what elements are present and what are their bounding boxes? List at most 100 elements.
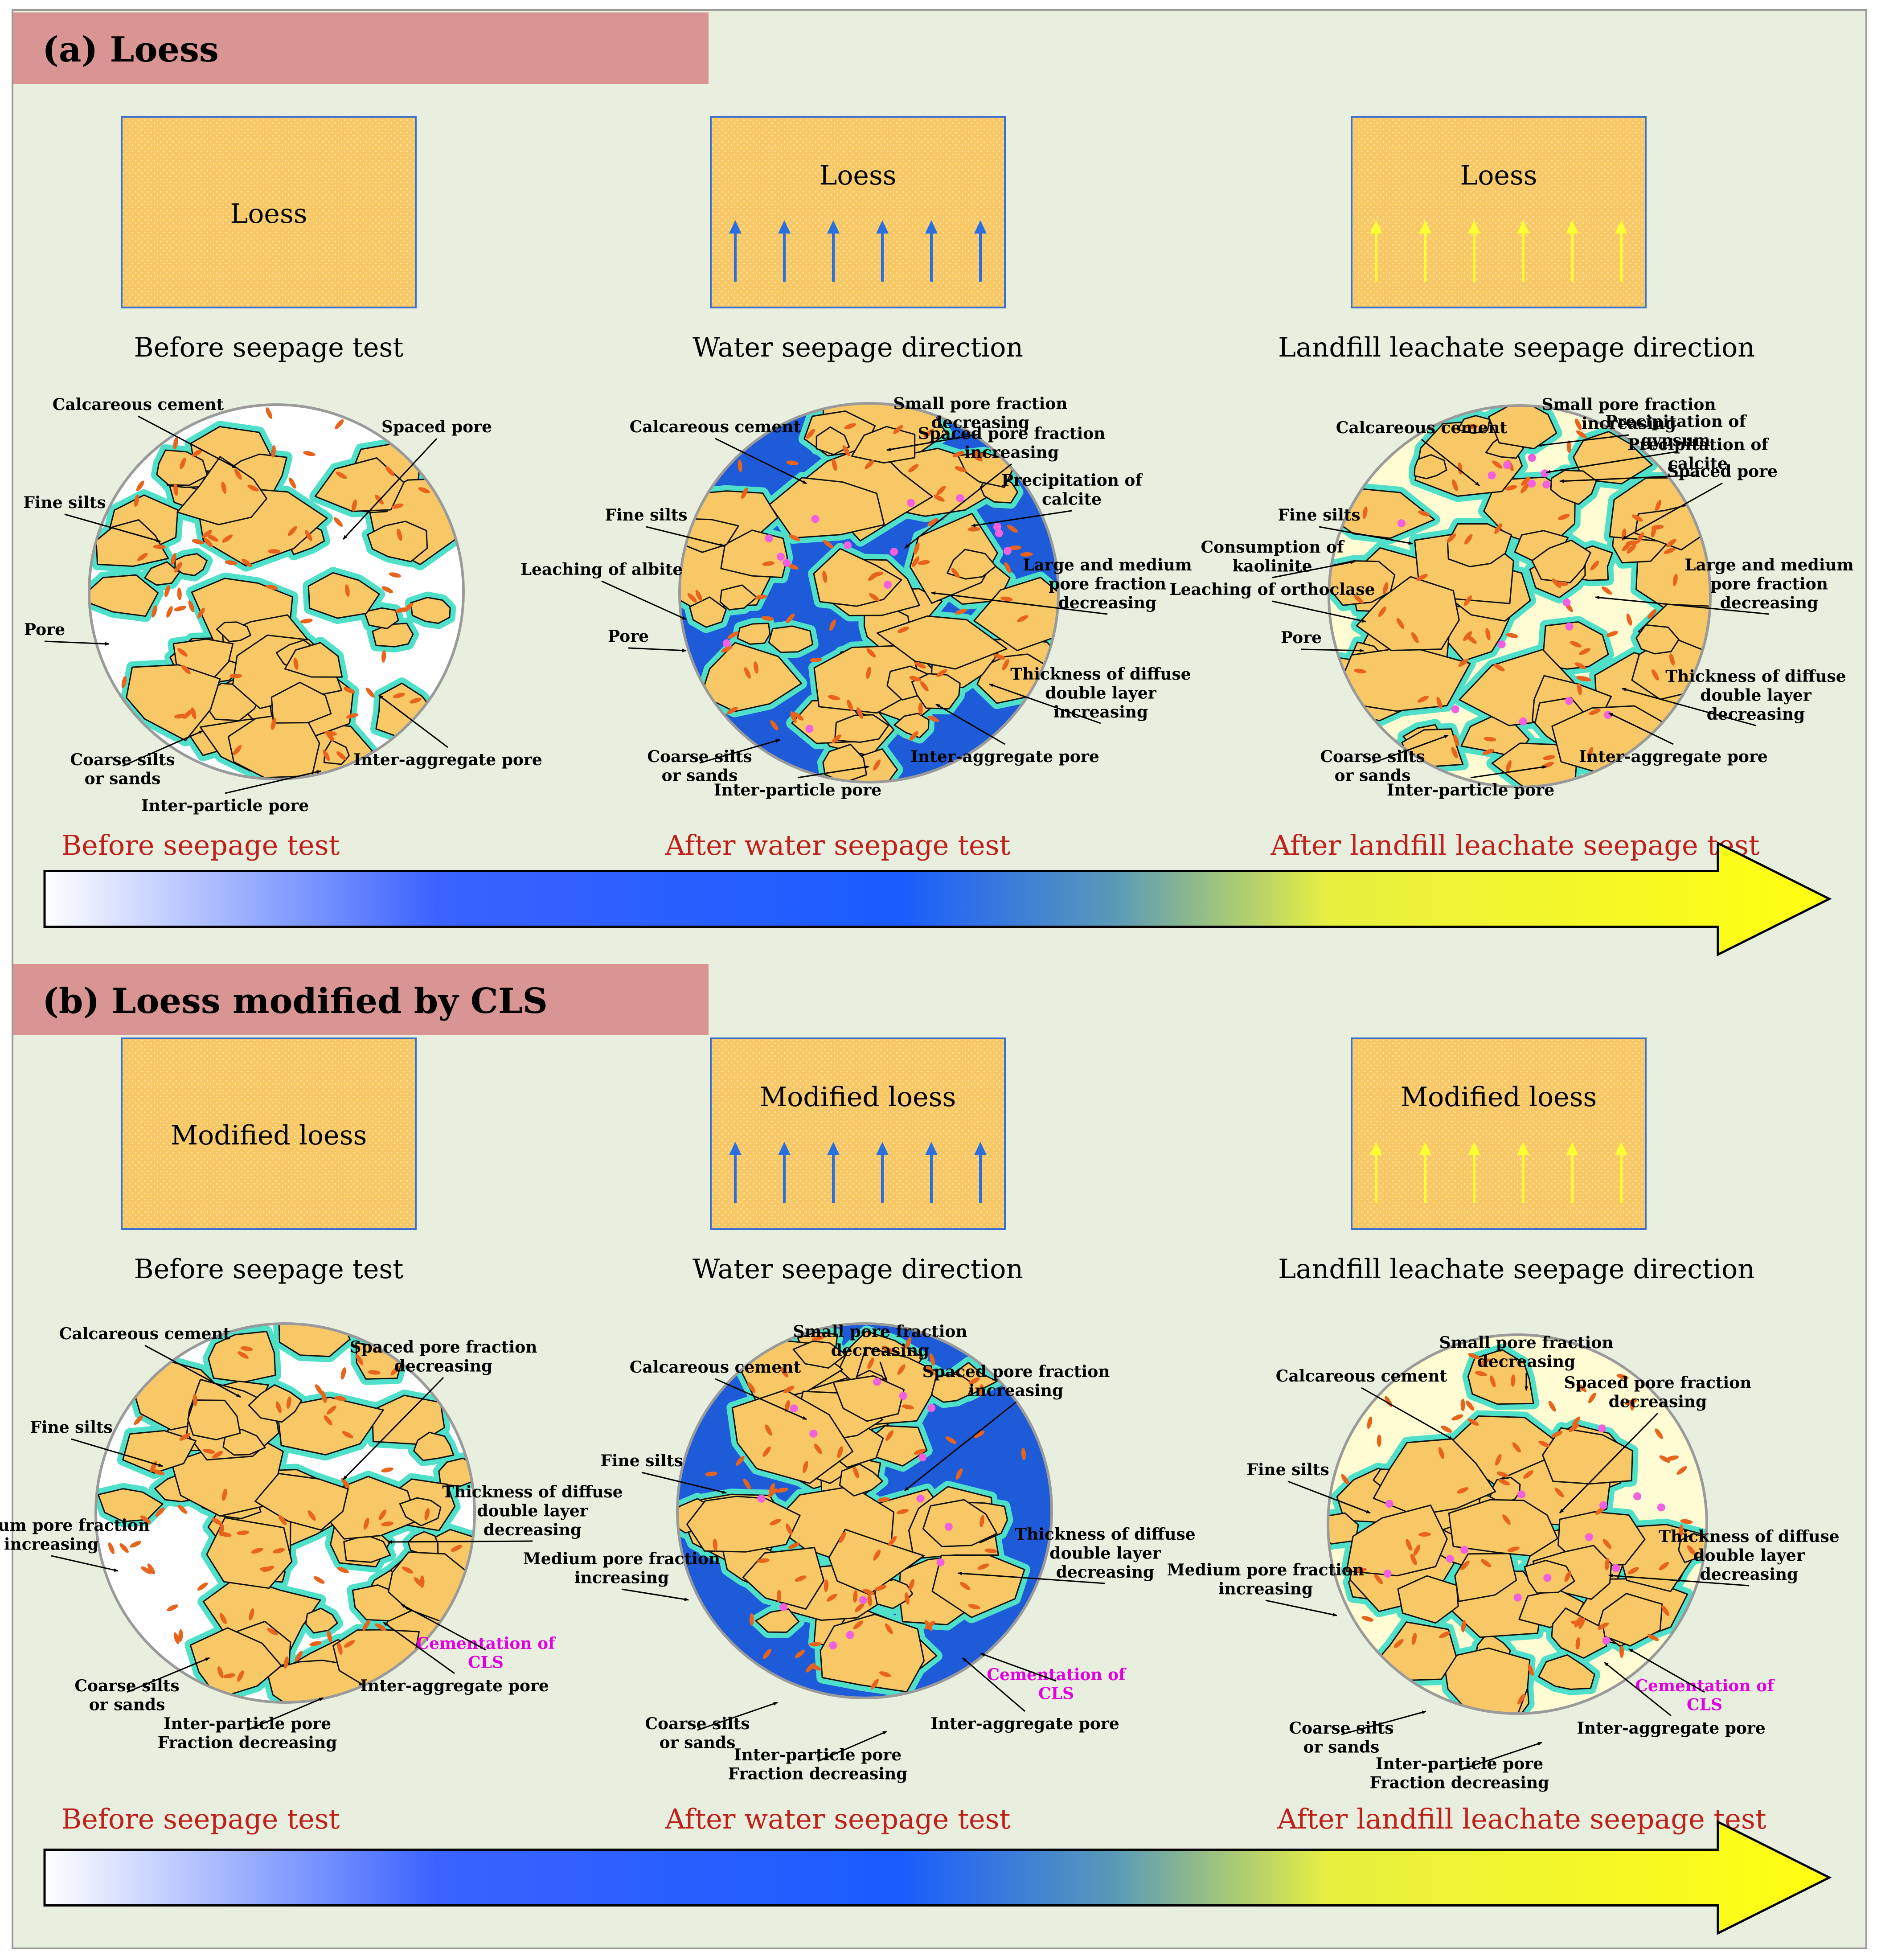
precipitate	[1543, 1574, 1552, 1582]
text-line: Fine silts	[1246, 1460, 1329, 1479]
text-line: double layer	[1700, 686, 1811, 705]
fine-silt	[167, 1604, 179, 1611]
fine-silt	[867, 1594, 872, 1607]
fine-silt	[769, 1519, 781, 1525]
seepage-arrowhead	[1615, 220, 1627, 234]
fine-silt	[1616, 1374, 1629, 1380]
fine-silt	[335, 419, 344, 429]
annotation-arrow	[989, 683, 1101, 724]
fine-silt	[866, 666, 871, 679]
fine-silt	[390, 1365, 400, 1376]
fine-silt	[909, 676, 922, 681]
fine-silt	[375, 1623, 386, 1631]
sample-label: Modified loess	[171, 1120, 367, 1151]
fine-silt	[1353, 595, 1364, 604]
soil-particle	[248, 1384, 303, 1423]
fine-silt	[391, 503, 404, 509]
fine-silt	[973, 1431, 985, 1438]
fine-silt	[920, 681, 929, 692]
fine-silt	[1452, 479, 1458, 492]
text-line: Spaced pore fraction	[922, 1362, 1110, 1381]
text-line: Fine silts	[1278, 506, 1360, 525]
soil-particle	[792, 1341, 847, 1369]
fine-silt	[307, 1510, 316, 1521]
seepage-arrowhead	[1468, 220, 1480, 234]
fine-silt	[1619, 1645, 1624, 1658]
fine-silt	[780, 1367, 789, 1378]
sample-caption: Landfill leachate seepage direction	[1278, 332, 1755, 363]
text-line: Modified loess	[171, 1120, 367, 1151]
grains-layer	[677, 1325, 1030, 1698]
fine-silt	[1517, 1693, 1525, 1705]
precipitate	[1451, 705, 1459, 713]
seepage-arrowhead	[925, 220, 938, 234]
fine-silt	[695, 590, 702, 602]
annotation-arrow	[144, 1345, 241, 1398]
precipitate	[1633, 1492, 1642, 1501]
panel-title: (a) Loess	[42, 29, 219, 70]
fine-silt	[971, 454, 983, 462]
text-line: Cementation of	[416, 1634, 556, 1653]
fine-silt	[1484, 737, 1496, 742]
fine-silt	[395, 607, 408, 613]
text-line: Inter-aggregate pore	[1577, 1719, 1766, 1738]
fine-silt	[955, 1468, 963, 1480]
precipitate	[1604, 711, 1612, 719]
sample-box	[1351, 1037, 1647, 1230]
soil-particle	[95, 519, 169, 567]
precipitate	[1565, 622, 1574, 631]
microstructure-circle	[88, 403, 465, 780]
fine-silt	[1002, 659, 1009, 671]
fine-silt	[1480, 1559, 1492, 1567]
precipitate	[956, 494, 964, 502]
fine-silt	[1666, 1455, 1679, 1461]
fine-silt	[334, 1396, 347, 1401]
fine-silt	[171, 553, 176, 565]
soil-particle	[1448, 1499, 1558, 1557]
fine-silt	[1655, 1428, 1663, 1439]
text-line: Precipitation of	[1605, 412, 1747, 431]
fine-silt	[152, 605, 157, 618]
soil-particle	[144, 561, 180, 586]
fine-silt	[1393, 1639, 1404, 1648]
annotation-label: Fine silts	[600, 1452, 683, 1470]
annotation-arrow	[1628, 1648, 1705, 1693]
precipitate	[1598, 1424, 1606, 1433]
soil-particle	[254, 1472, 349, 1531]
fine-silt	[153, 544, 166, 549]
fine-silt	[286, 1396, 291, 1409]
text-line: (a) Loess	[42, 29, 219, 70]
fine-silt	[140, 1515, 151, 1524]
text-line: Calcareous cement	[53, 395, 224, 414]
fine-silt	[918, 702, 923, 715]
fine-silt	[1463, 595, 1472, 606]
fine-silt	[325, 731, 335, 742]
text-line: Small pore fraction	[1439, 1333, 1613, 1352]
fine-silt	[1496, 1471, 1509, 1477]
sample-label: Loess	[230, 198, 307, 230]
text-line: Inter-aggregate pore	[353, 750, 542, 769]
sample-caption: Landfill leachate seepage direction	[1278, 1254, 1755, 1285]
fine-silt	[177, 587, 182, 600]
text-line: Pore	[24, 620, 65, 639]
fine-silt	[147, 1563, 155, 1575]
fine-silt	[713, 1538, 717, 1551]
soil-particle	[686, 1496, 801, 1553]
fine-silt	[323, 750, 330, 761]
fine-silt	[847, 699, 853, 711]
fine-silt	[134, 1415, 143, 1425]
fine-silt	[814, 1443, 822, 1455]
soil-particle	[305, 1607, 338, 1634]
text-line: Calcareous cement	[630, 1358, 801, 1377]
text-line: After landfill leachate seepage test	[1277, 1803, 1766, 1835]
fine-silt	[1626, 613, 1632, 626]
fine-silt	[381, 1521, 394, 1526]
circle-border	[1328, 404, 1712, 788]
fine-silt	[251, 1547, 263, 1554]
